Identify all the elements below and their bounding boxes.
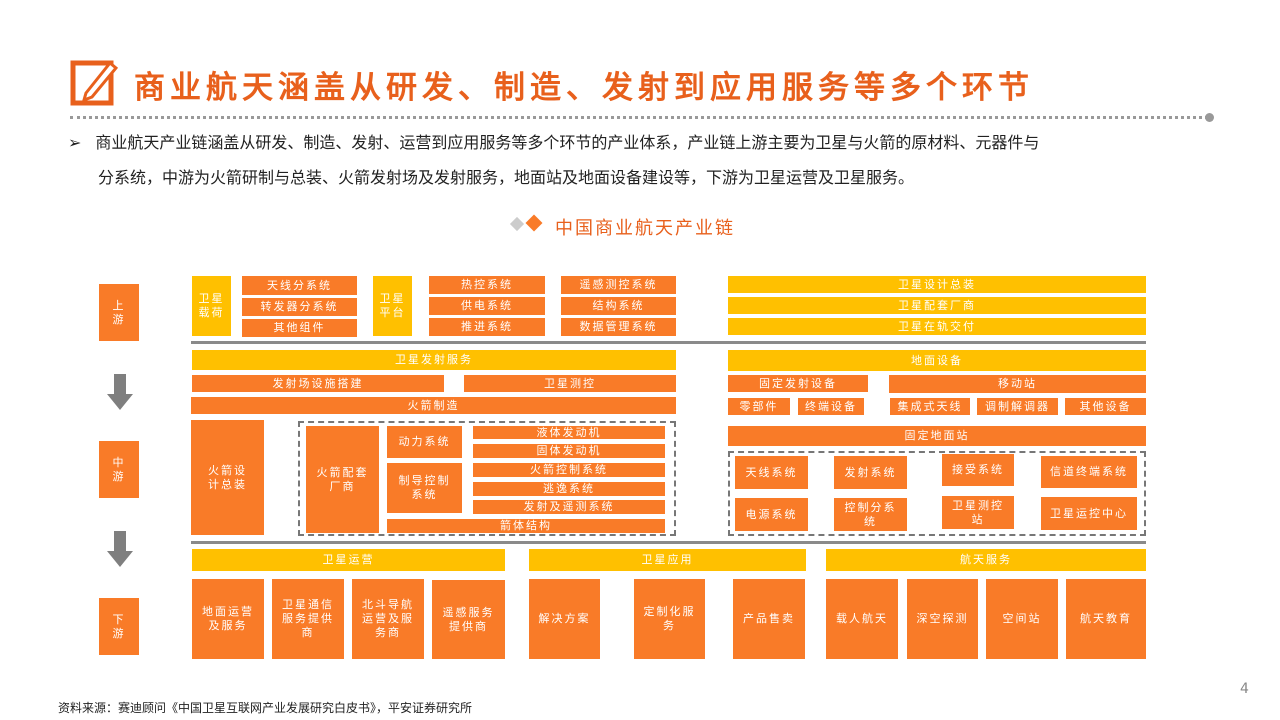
equipment-item: 调制解调器: [977, 398, 1058, 415]
station-item: 电源系统: [735, 498, 808, 531]
rocket-supplier: 火箭配套厂商: [306, 426, 379, 533]
rocket-sub-item: 发射及遥测系统: [473, 500, 665, 514]
ground-station-group: [728, 451, 1146, 536]
bullet-line-2: 分系统，中游为火箭研制与总装、火箭发射场及发射服务，地面站及地面设备建设等，下游…: [98, 168, 915, 187]
platform-item: 结构系统: [561, 297, 676, 315]
down-arrow-icon: [107, 531, 133, 567]
downstream-item: 产品售卖: [733, 579, 805, 659]
platform-item: 数据管理系统: [561, 318, 676, 336]
rocket-design: 火箭设计总装: [191, 420, 264, 535]
stage-upstream: 上游: [99, 284, 139, 341]
station-item: 天线系统: [735, 456, 808, 489]
pencil-edit-icon: [70, 57, 119, 107]
stage-divider: [191, 341, 1146, 344]
station-item: 卫星运控中心: [1041, 497, 1137, 530]
bullet-line-1: ➢商业航天产业链涵盖从研发、制造、发射、运营到应用服务等多个环节的产业体系，产业…: [68, 133, 1040, 152]
satellite-payload: 卫星载荷: [192, 276, 231, 336]
diagram-title: 中国商业航天产业链: [555, 218, 735, 239]
platform-item: 推进系统: [429, 318, 545, 336]
payload-item: 其他组件: [242, 319, 357, 337]
downstream-item: 航天教育: [1066, 579, 1146, 659]
platform-item: 供电系统: [429, 297, 545, 315]
rocket-supplier-group: [298, 421, 676, 536]
station-item: 接受系统: [942, 454, 1014, 486]
satellite-item: 卫星配套厂商: [728, 297, 1146, 314]
downstream-item: 北斗导航运营及服务商: [352, 579, 424, 659]
power-system: 动力系统: [387, 426, 462, 458]
downstream-item: 遥感服务提供商: [432, 580, 505, 659]
satellite-item: 卫星设计总装: [728, 276, 1146, 293]
down-arrow-icon: [107, 374, 133, 410]
mobile-station: 移动站: [889, 375, 1146, 393]
rocket-body: 箭体结构: [387, 519, 665, 533]
equipment-item: 终端设备: [798, 398, 864, 415]
satellite-ttc: 卫星测控: [464, 375, 676, 392]
group-satellite-operation: 卫星运营: [192, 549, 505, 571]
station-item: 发射系统: [834, 456, 907, 489]
equipment-item: 集成式天线: [890, 398, 970, 415]
rocket-sub-item: 液体发动机: [473, 426, 665, 439]
source-note: 资料来源：赛迪顾问《中国卫星互联网产业发展研究白皮书》，平安证券研究所: [58, 701, 473, 715]
diamond-icon: [525, 214, 543, 232]
title-divider: [70, 116, 1208, 119]
stage-divider: [191, 541, 1146, 544]
group-space-service: 航天服务: [826, 549, 1146, 571]
page-number: 4: [1240, 681, 1249, 697]
station-item: 控制分系统: [834, 498, 907, 531]
bullet-arrow-icon: ➢: [68, 133, 82, 152]
satellite-item: 卫星在轨交付: [728, 318, 1146, 335]
equipment-item: 其他设备: [1065, 398, 1146, 415]
rocket-sub-item: 逃逸系统: [473, 482, 665, 496]
page-title: 商业航天涵盖从研发、制造、发射到应用服务等多个环节: [134, 70, 1034, 106]
guidance-system: 制导控制系统: [387, 463, 462, 513]
equipment-item: 零部件: [728, 398, 790, 415]
downstream-item: 深空探测: [907, 579, 978, 659]
downstream-item: 载人航天: [826, 579, 898, 659]
downstream-item: 地面运营及服务: [192, 579, 264, 659]
platform-item: 遥感测控系统: [561, 276, 676, 294]
stage-midstream: 中游: [99, 441, 139, 498]
downstream-item: 定制化服务: [634, 579, 705, 659]
platform-item: 热控系统: [429, 276, 545, 294]
station-item: 信道终端系统: [1041, 456, 1137, 488]
diamond-icon: [509, 216, 525, 232]
downstream-item: 卫星通信服务提供商: [272, 579, 344, 659]
station-item: 卫星测控站: [942, 496, 1014, 529]
downstream-item: 解决方案: [529, 579, 600, 659]
rocket-sub-item: 火箭控制系统: [473, 463, 665, 477]
group-satellite-application: 卫星应用: [529, 549, 806, 571]
payload-item: 天线分系统: [242, 276, 357, 295]
fixed-launch-equipment: 固定发射设备: [728, 375, 868, 392]
launch-site: 发射场设施搭建: [192, 375, 444, 392]
payload-item: 转发器分系统: [242, 298, 357, 316]
fixed-ground-station: 固定地面站: [728, 426, 1146, 446]
ground-equipment: 地面设备: [728, 350, 1146, 371]
satellite-platform: 卫星平台: [373, 276, 412, 336]
divider-end-dot: [1205, 113, 1214, 122]
rocket-sub-item: 固体发动机: [473, 444, 665, 458]
rocket-manufacturing: 火箭制造: [191, 397, 676, 414]
stage-downstream: 下游: [99, 598, 139, 655]
launch-service: 卫星发射服务: [192, 350, 676, 370]
downstream-item: 空间站: [986, 579, 1058, 659]
